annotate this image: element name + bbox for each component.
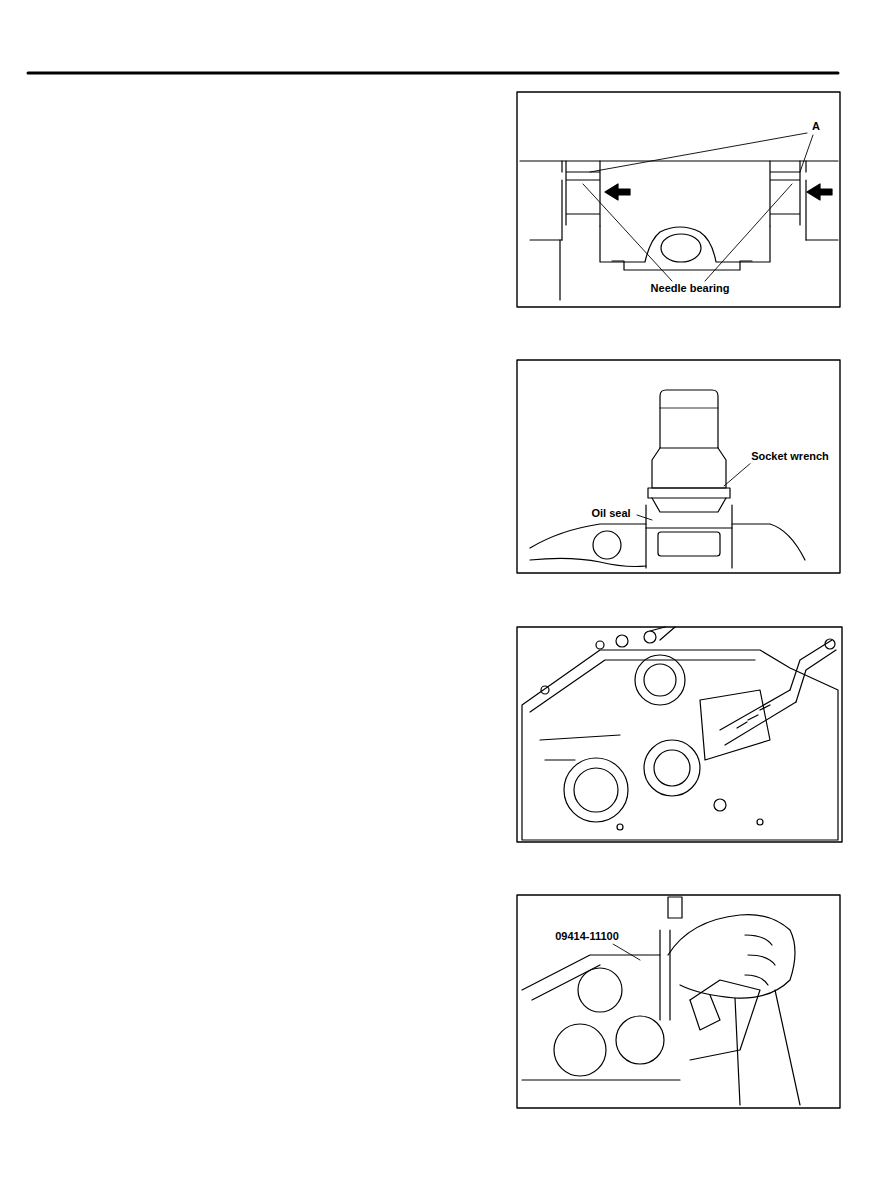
oil-seal-figure (517, 360, 840, 573)
shift-rail-figure (517, 895, 840, 1108)
part-label: Oil seal (589, 507, 632, 520)
case-figure (517, 627, 842, 842)
part-label: A (810, 120, 822, 133)
header-rule (28, 72, 838, 75)
part-label: Needle bearing (649, 282, 732, 295)
part-label: 09414-11100 (553, 930, 621, 943)
part-label: Socket wrench (749, 450, 831, 463)
needle-bearing-figure (517, 92, 840, 307)
